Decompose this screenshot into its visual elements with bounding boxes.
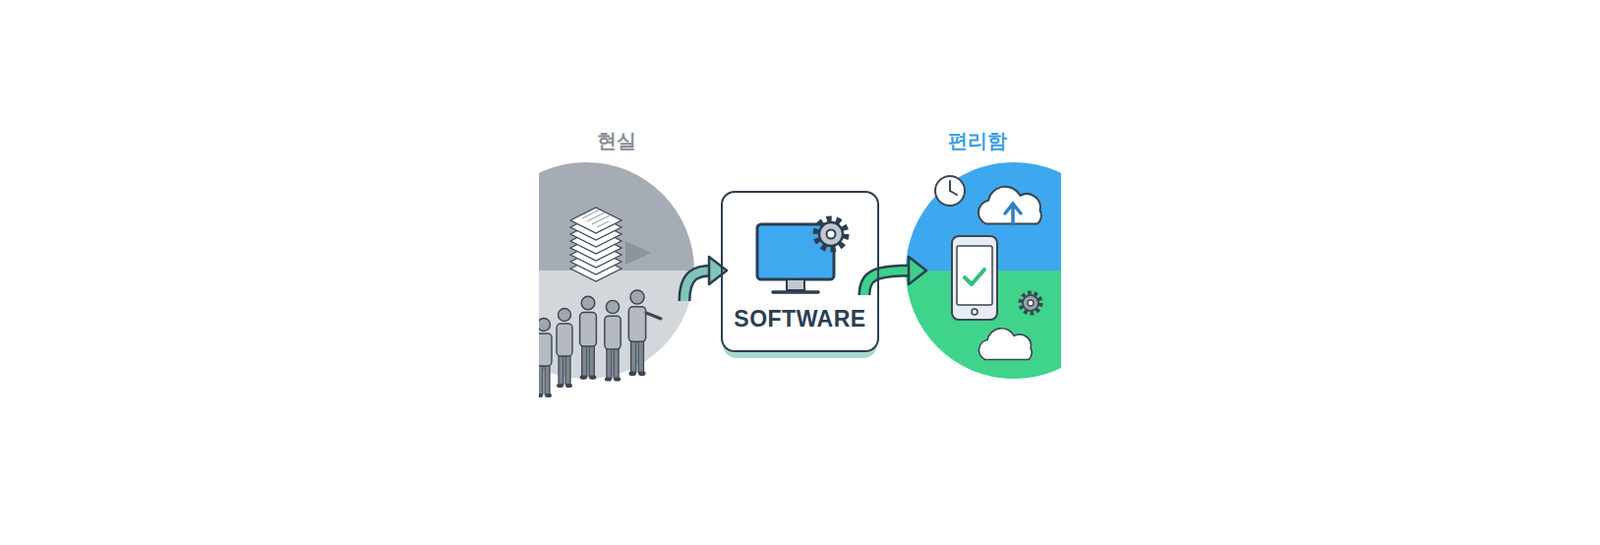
software-box: SOFTWARE — [720, 190, 880, 353]
curved-arrow — [864, 256, 927, 296]
reality-region: 현실 — [526, 122, 708, 399]
box-label: SOFTWARE — [733, 305, 866, 332]
region-heading: 현실 — [526, 128, 708, 153]
convenience-region: 편리함 — [898, 122, 1068, 399]
region-heading: 편리함 — [898, 128, 1057, 153]
